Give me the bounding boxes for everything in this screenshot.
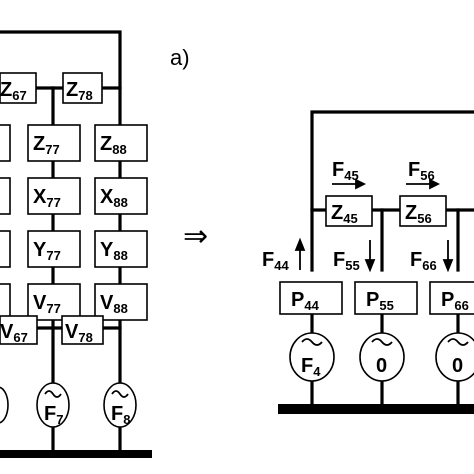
col8-boxes: Z88 X88 Y88 V88 — [94, 124, 148, 321]
source-f8-label: F8 — [111, 403, 130, 427]
v67-box — [0, 315, 38, 345]
left-col6-box-2 — [0, 177, 11, 215]
z45-box — [325, 195, 373, 227]
right-ground-bus — [278, 404, 474, 414]
z56-label: Z56 — [405, 202, 432, 226]
p55-box — [354, 281, 418, 315]
x88-box — [94, 177, 148, 215]
source-f4-circle — [289, 332, 335, 382]
flow-f55-label: F55 — [333, 249, 360, 273]
z78-box — [62, 72, 103, 104]
source-f7: F7 — [36, 382, 70, 428]
left-col6-box-1 — [0, 124, 11, 162]
z56-box — [399, 195, 447, 227]
right-top-wire — [310, 110, 474, 272]
v77-label: V77 — [33, 292, 61, 316]
source-f7-label: F7 — [44, 403, 63, 427]
y88-label: Y88 — [100, 239, 128, 263]
source-f8-wave-icon — [111, 390, 129, 398]
left-ground-bus — [0, 450, 152, 458]
right-diagram: Z45 Z56 F45 F56 F44 F55 F66 P44 P55 P66 … — [262, 110, 474, 414]
y77-label: Y77 — [33, 239, 61, 263]
source-f8: F8 — [103, 382, 137, 428]
v88-label: V88 — [100, 292, 128, 316]
v88-box — [94, 283, 148, 321]
z45-label: Z45 — [331, 202, 358, 226]
source-f4-label: F4 — [301, 355, 321, 379]
source-f4: F4 — [289, 332, 335, 382]
p44-box — [279, 281, 343, 315]
flow-f45-arrow-icon — [332, 178, 367, 190]
source-zero-6-wave-icon — [447, 338, 469, 346]
y88-box — [94, 230, 148, 268]
panel-label: a) — [170, 45, 190, 70]
x77-box — [27, 177, 81, 215]
z67-label: Z67 — [0, 79, 27, 103]
source-zero-5-wave-icon — [371, 338, 393, 346]
p44-label: P44 — [291, 289, 320, 313]
source-zero-6: 0 — [435, 332, 474, 382]
z88-label: Z88 — [100, 133, 127, 157]
p55-label: P55 — [366, 289, 394, 313]
v67-label: V67 — [0, 321, 28, 345]
p66-label: P66 — [441, 289, 469, 313]
z77-label: Z77 — [33, 133, 60, 157]
source-zero-5-circle — [359, 332, 405, 382]
source-f4-wave-icon — [301, 338, 323, 346]
flow-f66-arrow-icon — [442, 240, 454, 273]
left-source-partial — [0, 386, 9, 424]
source-zero-5: 0 — [359, 332, 405, 382]
x77-label: X77 — [33, 186, 61, 210]
col7-boxes: Z77 X77 Y77 V77 — [27, 124, 81, 321]
source-zero-6-label: 0 — [452, 355, 463, 377]
v77-box — [27, 283, 81, 321]
flow-f56-label: F56 — [408, 159, 435, 183]
flow-f56-arrow-icon — [406, 178, 441, 190]
flow-f66-label: F66 — [410, 249, 437, 273]
flow-f44-arrow-icon — [294, 237, 306, 270]
y77-box — [27, 230, 81, 268]
x88-label: X88 — [100, 186, 128, 210]
p66-box — [429, 281, 474, 315]
left-col6-box-3 — [0, 230, 11, 268]
v78-label: V78 — [65, 321, 93, 345]
flow-f45-label: F45 — [332, 159, 359, 183]
left-diagram: Z67 Z78 Z77 X77 Y77 V77 Z88 X88 Y88 — [0, 30, 152, 458]
z77-box — [27, 124, 81, 162]
z67-box — [0, 72, 37, 104]
v78-box — [61, 315, 104, 345]
source-f7-wave-icon — [44, 390, 62, 398]
z78-label: Z78 — [66, 79, 93, 103]
flow-f44-label: F44 — [262, 249, 289, 273]
transform-arrow-icon: ⇒ — [183, 220, 208, 253]
source-zero-5-label: 0 — [376, 355, 387, 377]
left-col6-box-4 — [0, 283, 11, 321]
flow-f55-arrow-icon — [364, 240, 376, 273]
z88-box — [94, 124, 148, 162]
